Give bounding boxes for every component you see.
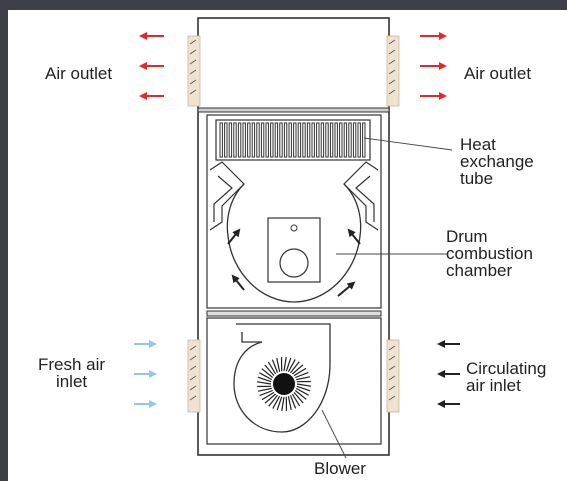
tube-fin <box>293 122 297 158</box>
tube-fin <box>270 122 274 158</box>
tube-fin <box>233 122 237 158</box>
blower-blade <box>281 396 285 411</box>
leader-heat-exchange <box>363 137 453 151</box>
blower-blade <box>261 391 275 401</box>
tube-fin <box>228 122 233 158</box>
blower-blade <box>276 357 281 372</box>
blower-blade <box>287 396 292 411</box>
blower-blade <box>283 357 287 372</box>
blower-blade <box>267 361 277 375</box>
blower-blade <box>294 390 307 400</box>
blower-blade <box>257 376 272 383</box>
blower-blade <box>287 359 296 373</box>
flow-arrow <box>337 281 356 297</box>
tube-fin <box>362 122 366 158</box>
tube-fin <box>357 122 361 158</box>
label-fresh-air-inlet: Fresh air inlet <box>38 355 106 391</box>
label-heat-exchange-tube: Heat exchange tube <box>460 135 534 188</box>
tube-fin <box>306 122 311 158</box>
blower-compartment <box>206 317 382 445</box>
right-flue-inner <box>355 175 375 222</box>
tube-fin <box>348 122 352 158</box>
blower-blade <box>259 389 273 397</box>
tube-fin <box>297 122 302 158</box>
blower-blade <box>296 385 311 392</box>
filter-bottom-left <box>187 339 201 413</box>
tube-fin <box>343 122 348 158</box>
left-flue <box>209 161 245 231</box>
label-drum-combustion-chamber: Drum combustion chamber <box>446 227 533 280</box>
burner-port <box>290 224 298 232</box>
blower-blade <box>271 359 279 373</box>
tube-fin <box>224 122 228 158</box>
blower-blade <box>259 372 273 381</box>
tube-fin <box>334 122 338 158</box>
blower-blade <box>295 387 309 396</box>
tube-fin <box>237 122 242 158</box>
tube-fin <box>279 122 283 158</box>
blower-blade <box>268 394 278 407</box>
label-air-outlet-right: Air outlet <box>464 64 532 83</box>
heat-exchange-tube <box>215 119 371 161</box>
flow-arrow <box>227 228 241 245</box>
right-flue <box>343 161 379 231</box>
leader-blower <box>321 409 347 459</box>
burner-window <box>279 248 309 278</box>
left-flue-inner <box>213 175 233 222</box>
tube-fin <box>352 122 357 158</box>
label-air-outlet-left: Air outlet <box>45 64 113 83</box>
blower-blade <box>276 396 283 411</box>
furnace-compartment <box>206 114 382 309</box>
burner-box <box>267 217 321 283</box>
blower-blade <box>264 393 276 404</box>
tube-fin <box>329 122 334 158</box>
blower-blade <box>257 387 272 392</box>
blower-blade <box>290 361 300 374</box>
blower-blade <box>285 357 292 372</box>
blower-blade <box>293 392 304 404</box>
top-plenum <box>197 107 390 113</box>
flow-arrow <box>347 228 361 245</box>
label-blower: Blower <box>314 459 366 478</box>
tube-fin <box>260 122 265 158</box>
cabinet-outline <box>197 17 390 456</box>
furnace-diagram <box>134 17 460 459</box>
tube-fin <box>320 122 325 158</box>
blower-blade <box>293 367 307 377</box>
blower-housing <box>233 323 331 433</box>
tube-fin <box>256 122 260 158</box>
blower-blade <box>291 393 301 407</box>
blower-blade <box>264 364 275 376</box>
tube-fin <box>219 122 223 158</box>
tube-fin <box>339 122 343 158</box>
blower-wheel <box>257 357 311 411</box>
blower-blade <box>257 381 272 385</box>
blower-blade <box>296 376 311 381</box>
blower-blade <box>272 395 281 409</box>
blower-blade <box>296 383 311 387</box>
tube-fin <box>325 122 329 158</box>
tube-fin <box>274 122 279 158</box>
blower-blade <box>289 395 297 409</box>
label-circulating-air-inlet: Circulating air inlet <box>466 359 547 395</box>
tube-fin <box>311 122 315 158</box>
blower-blade <box>295 371 309 379</box>
tube-fin <box>283 122 288 158</box>
tube-fin <box>247 122 251 158</box>
divider-plate <box>206 310 382 317</box>
flow-arrow <box>231 274 245 291</box>
tube-fin <box>302 122 306 158</box>
tube-fin <box>265 122 269 158</box>
tube-fin <box>251 122 256 158</box>
tube-fin <box>242 122 246 158</box>
drum-combustion-chamber <box>226 183 362 303</box>
blower-blade <box>261 368 274 378</box>
filter-top-left <box>187 35 201 107</box>
filter-top-right <box>386 35 400 107</box>
blower-blade <box>292 364 304 375</box>
diagram-canvas: Air outlet Air outlet Heat exchange tube… <box>8 10 567 481</box>
tube-fin <box>316 122 320 158</box>
tube-fin <box>288 122 292 158</box>
filter-bottom-right <box>386 339 400 413</box>
